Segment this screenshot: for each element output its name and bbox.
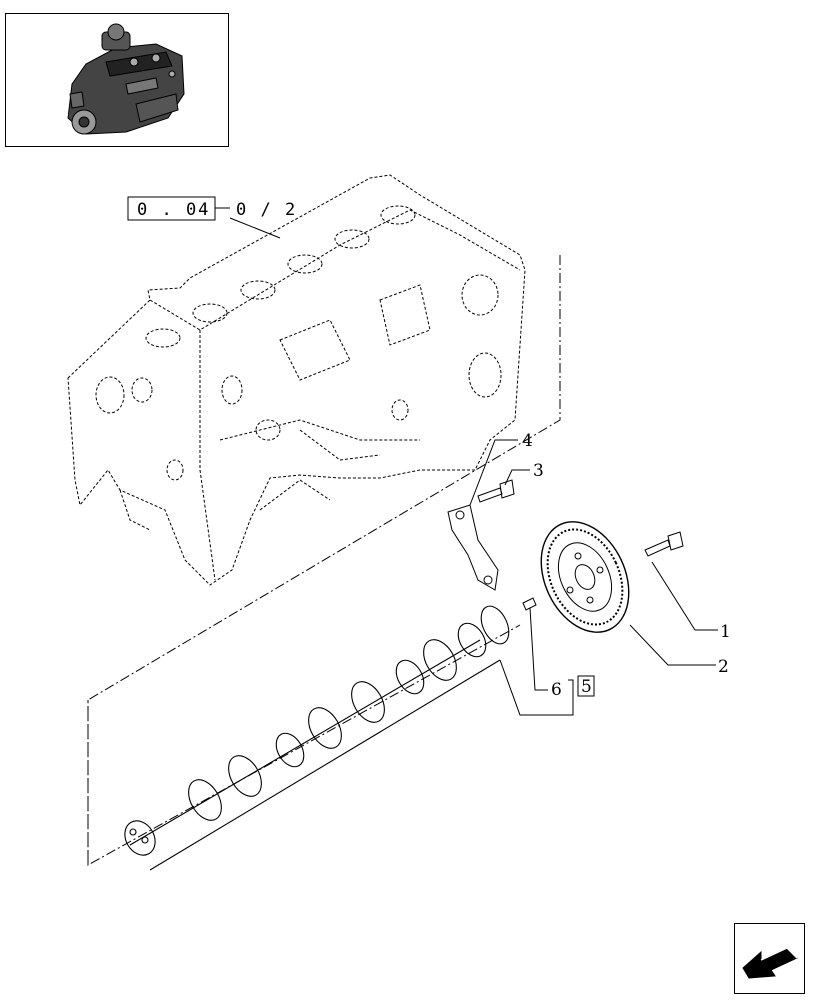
next-page-arrow-icon (742, 947, 798, 979)
callout-5: 5 (581, 677, 592, 697)
camshaft-gear-part-2 (540, 521, 630, 633)
callout-leaders (215, 207, 718, 716)
callout-5-box (577, 675, 595, 697)
callout-2: 2 (718, 657, 729, 677)
cam-lobes (188, 622, 487, 821)
callout-3: 3 (533, 461, 544, 481)
callout-6: 6 (551, 680, 562, 700)
screw-part-1 (644, 531, 684, 557)
reference-box-label: 0 . 04 (137, 200, 210, 220)
engine-block-phantom (67, 174, 526, 586)
reference-box (127, 196, 216, 221)
camshaft-part-5 (124, 605, 510, 871)
engine-thumbnail-icon (67, 23, 185, 135)
next-page-button[interactable] (734, 923, 805, 994)
assembly-envelope (87, 255, 561, 866)
callout-1: 1 (720, 622, 731, 642)
reference-suffix: 0 / 2 (236, 200, 297, 220)
thrust-plate-part-4 (447, 504, 499, 591)
engine-thumbnail (5, 13, 229, 147)
callout-4: 4 (522, 431, 533, 451)
pin-part-6 (522, 597, 537, 611)
screw-part-3 (477, 479, 515, 503)
